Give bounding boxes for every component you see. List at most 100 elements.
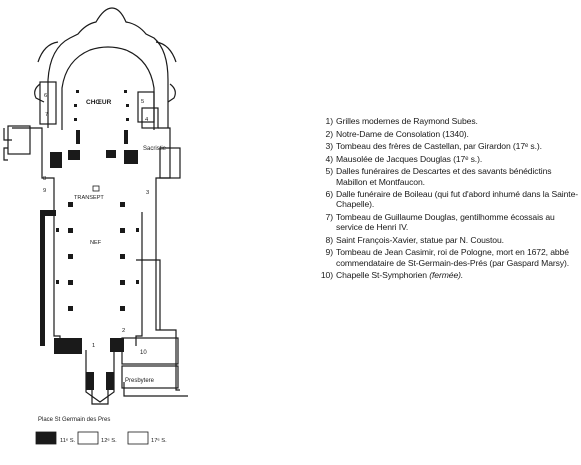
legend-number: 7) — [325, 211, 334, 222]
legend-number: 3) — [325, 141, 334, 152]
legend-text: Chapelle St-Symphorien (fermée). — [336, 270, 580, 280]
label-choeur: CHŒUR — [86, 99, 112, 106]
walls-11th-century — [40, 130, 138, 390]
legend-text-main: Chapelle St-Symphorien — [336, 270, 427, 281]
legend-item: 7) Tombeau de Guillaume Douglas, gentilh… — [318, 212, 580, 232]
legend-label-12th: 12ᵉ S. — [101, 438, 117, 444]
plan-number-3: 3 — [146, 190, 149, 196]
wall-segment — [40, 210, 45, 346]
legend-text: Dalles funéraires de Descartes et des sa… — [336, 166, 552, 187]
legend-text: Saint François-Xavier, statue par N. Cou… — [336, 234, 504, 245]
legend-item: 10) Chapelle St-Symphorien (fermée). — [318, 270, 580, 280]
label-presbytere: Presbytere — [125, 378, 155, 384]
pillar — [68, 280, 73, 285]
legend-label-11th: 11ᵉ S. — [60, 438, 76, 444]
pillar — [68, 254, 73, 259]
wall-segment — [50, 152, 62, 168]
legend-number: 1) — [325, 116, 334, 126]
legend-number: 4) — [325, 153, 334, 164]
east-aisle — [136, 259, 161, 330]
legend-item: 4) Mausolée de Jacques Douglas (17ᵉ s.). — [318, 154, 580, 164]
pillar — [56, 280, 59, 284]
tower — [91, 390, 109, 405]
plan-number-2: 2 — [122, 328, 125, 334]
legend-item: 6) Dalle funéraire de Boileau (qui fut d… — [318, 189, 580, 209]
legend-number: 9) — [325, 247, 334, 258]
plan-number-8: 8 — [43, 176, 46, 182]
plan-number-1: 1 — [92, 343, 95, 349]
pillar — [126, 104, 129, 107]
legend-text-note: (fermée). — [429, 270, 464, 281]
presbytere — [121, 365, 179, 389]
legend-number: 10) — [320, 270, 333, 281]
plan-number-10: 10 — [140, 350, 147, 356]
label-nef: NEF — [90, 240, 102, 246]
label-transept: TRANSEPT — [74, 195, 104, 201]
pillar — [76, 90, 79, 93]
chapel-5 — [137, 91, 155, 123]
chapel-6 — [39, 81, 57, 125]
legend-text: Tombeau de Guillaume Douglas, gentilhomm… — [336, 211, 555, 233]
wall-segment — [76, 130, 80, 144]
nave-east-wall — [135, 212, 143, 346]
pillar — [126, 118, 129, 121]
plan-walls — [3, 7, 188, 405]
wall-segment — [40, 210, 56, 216]
legend-item: 5) Dalles funéraires de Descartes et des… — [318, 166, 580, 186]
wall-segment — [86, 372, 94, 390]
street-line — [123, 382, 188, 397]
legend-box-17th — [127, 431, 149, 445]
chapel-ne — [155, 41, 177, 63]
plan-number-5: 5 — [141, 99, 144, 105]
church-floor-plan: CHŒUR Sacristie TRANSEPT NEF Presbytere … — [3, 7, 188, 445]
nave-west-wall — [53, 212, 61, 346]
pillar — [74, 104, 77, 107]
pillar — [56, 228, 59, 232]
wall-segment — [124, 150, 138, 164]
legend-number: 5) — [325, 166, 334, 177]
pillar — [124, 90, 127, 93]
legend-item: 8) Saint François-Xavier, statue par N. … — [318, 235, 580, 245]
transept-east — [155, 127, 171, 212]
legend-text: Tombeau des frères de Castellan, par Gir… — [336, 141, 542, 152]
pillar — [68, 228, 73, 233]
chapel-left — [34, 83, 45, 103]
plan-number-4: 4 — [145, 117, 149, 123]
plan-number-6: 6 — [44, 93, 47, 99]
legend-text: Mausolée de Jacques Douglas (17ᵉ s.). — [336, 153, 483, 164]
wall-segment — [110, 338, 124, 352]
pillar — [120, 306, 125, 311]
pillar — [120, 280, 125, 285]
legend-item: 9) Tombeau de Jean Casimir, roi de Polog… — [318, 247, 580, 267]
apse-outline — [47, 7, 169, 128]
legend-item: 1) Grilles modernes de Raymond Subes. — [318, 116, 580, 126]
pillar — [136, 228, 139, 232]
numbered-legend: 1) Grilles modernes de Raymond Subes. 2)… — [318, 116, 580, 283]
choir-ambulatory — [61, 46, 155, 130]
legend-item: 3) Tombeau des frères de Castellan, par … — [318, 141, 580, 151]
chapel-nw — [37, 41, 59, 63]
east-extension — [155, 212, 180, 391]
legend-box-11th — [35, 431, 57, 445]
wall-segment — [124, 130, 128, 144]
legend-text: Notre-Dame de Consolation (1340). — [336, 128, 469, 139]
pillar — [68, 306, 73, 311]
annex-line-2 — [3, 147, 8, 161]
plan-number-7: 7 — [45, 112, 48, 118]
legend-item: 2) Notre-Dame de Consolation (1340). — [318, 129, 580, 139]
wall-segment — [106, 372, 114, 390]
legend-label-17th: 17ᵉ S. — [151, 438, 167, 444]
legend-box-12th — [77, 431, 99, 445]
legend-text: Grilles modernes de Raymond Subes. — [336, 116, 478, 126]
transept-west — [12, 127, 55, 213]
century-legend: ξ · δ 11ᵉ S. 12ᵉ S. 17ᵉ S. — [35, 431, 167, 445]
altar-marker — [92, 185, 100, 192]
legend-text: Dalle funéraire de Boileau (qui fut d'ab… — [336, 189, 579, 210]
wall-segment — [54, 338, 82, 354]
label-place: Place St Germain des Pres — [38, 417, 110, 423]
chapelle-10 — [121, 337, 179, 365]
chapel-right — [167, 83, 176, 103]
label-sacristie: Sacristie — [143, 146, 167, 152]
legend-number: 6) — [325, 189, 334, 200]
legend-box-11th-text: ξ · δ — [38, 437, 48, 443]
